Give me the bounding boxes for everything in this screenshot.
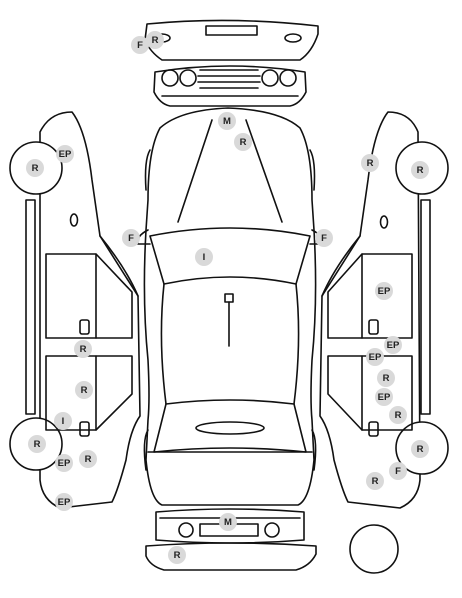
damage-marker-left-rear-fender-ep[interactable]: EP [55,493,73,511]
damage-marker-left-rear-wheel-ep[interactable]: EP [55,454,73,472]
damage-marker-label: EP [369,352,382,363]
damage-marker-left-rear-door-r[interactable]: R [75,381,93,399]
damage-marker-label: R [383,373,390,384]
damage-marker-label: R [395,410,402,421]
car-body-top [136,107,324,506]
damage-marker-label: R [372,476,379,487]
damage-marker-label: F [137,40,143,51]
damage-marker-front-bumper-f[interactable]: F [131,36,149,54]
damage-marker-right-sill-ep-2[interactable]: EP [366,348,384,366]
damage-marker-label: F [128,233,134,244]
damage-marker-label: R [417,165,424,176]
damage-marker-label: I [203,252,206,263]
damage-marker-right-front-wheel-r[interactable]: R [411,161,429,179]
damage-marker-right-front-fender-r[interactable]: R [361,154,379,172]
damage-marker-front-bumper-r[interactable]: R [146,31,164,49]
damage-marker-label: R [240,137,247,148]
damage-marker-label: R [85,454,92,465]
front-grille [153,65,307,107]
damage-marker-label: EP [378,286,391,297]
front-bumper [144,19,319,61]
car-right-side [319,111,449,509]
damage-marker-left-front-wheel-r[interactable]: R [26,159,44,177]
damage-marker-right-rear-f[interactable]: F [389,462,407,480]
damage-marker-label: R [367,158,374,169]
damage-marker-label: EP [378,392,391,403]
damage-marker-hood-m[interactable]: M [218,112,236,130]
rear-bumper [145,542,317,571]
damage-marker-right-rear-door-r[interactable]: R [377,369,395,387]
damage-marker-label: M [224,517,232,528]
damage-marker-label: EP [58,458,71,469]
damage-marker-left-rear-r[interactable]: R [79,450,97,468]
damage-marker-right-front-door-ep[interactable]: EP [375,282,393,300]
damage-marker-left-rear-i[interactable]: I [54,412,72,430]
damage-marker-label: EP [58,497,71,508]
damage-marker-label: R [32,163,39,174]
damage-marker-right-rear-door-ep[interactable]: EP [375,388,393,406]
damage-marker-label: I [62,416,65,427]
damage-marker-right-rear-r[interactable]: R [389,406,407,424]
damage-marker-rear-bumper-r[interactable]: R [168,546,186,564]
damage-marker-windshield-i[interactable]: I [195,248,213,266]
damage-marker-label: M [223,116,231,127]
damage-marker-hood-r[interactable]: R [234,133,252,151]
damage-marker-label: EP [59,149,72,160]
damage-marker-left-door-r[interactable]: R [74,340,92,358]
damage-marker-label: F [321,233,327,244]
damage-marker-left-mirror-f[interactable]: F [122,229,140,247]
damage-marker-label: R [81,385,88,396]
damage-marker-label: R [417,444,424,455]
damage-marker-right-rear-fender-r[interactable]: R [366,472,384,490]
spare-wheel [349,524,399,574]
damage-marker-label: F [395,466,401,477]
damage-marker-label: R [174,550,181,561]
damage-marker-trunk-m[interactable]: M [219,513,237,531]
damage-marker-right-sill-ep-1[interactable]: EP [384,336,402,354]
damage-marker-right-mirror-f[interactable]: F [315,229,333,247]
damage-marker-left-front-fender-ep[interactable]: EP [56,145,74,163]
damage-marker-right-rear-wheel-r[interactable]: R [411,440,429,458]
damage-marker-label: R [34,439,41,450]
damage-marker-label: R [80,344,87,355]
damage-marker-label: R [152,35,159,46]
damage-marker-left-rear-wheel-r[interactable]: R [28,435,46,453]
damage-marker-label: EP [387,340,400,351]
